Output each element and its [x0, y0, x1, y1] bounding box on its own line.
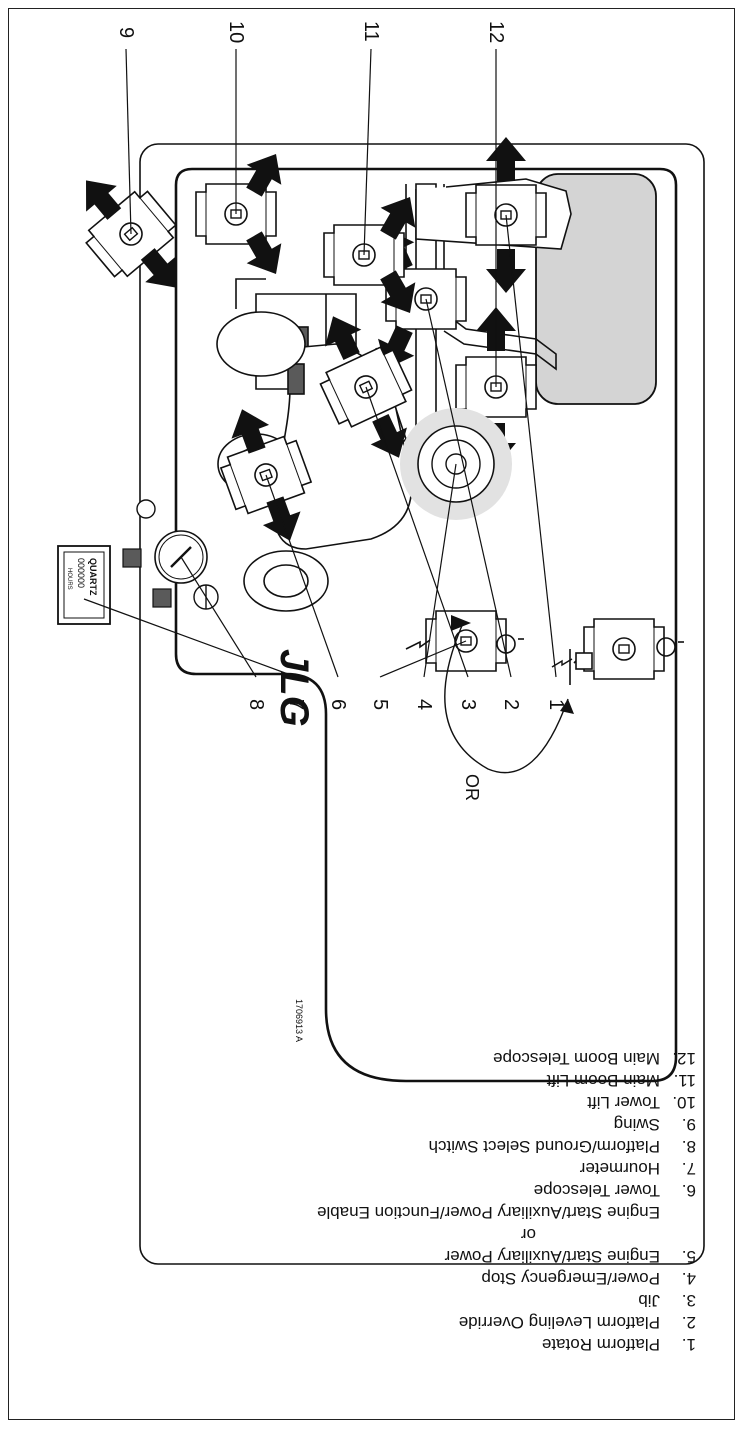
legend-number: 4.	[682, 1269, 696, 1288]
alt-lightning-slash-icon	[551, 649, 593, 685]
callout-11: 11	[360, 21, 382, 42]
legend-number: 6.	[682, 1181, 696, 1200]
legend-text: Engine Start/Auxiliary Power/Function En…	[317, 1203, 660, 1222]
legend-item: 3. Jib	[638, 1291, 696, 1310]
legend-item: 7. Hourmeter	[579, 1159, 696, 1178]
or-label: OR	[462, 774, 482, 801]
legend-item: 8. Platform/Ground Select Switch	[429, 1137, 696, 1156]
legend-text: Platform Leveling Override	[459, 1313, 660, 1332]
legend-text: Tower Lift	[587, 1093, 660, 1112]
rotated-figure: JLG 1706913 A	[9, 9, 736, 1421]
legend-number: 7.	[682, 1159, 696, 1178]
figure-frame: JLG 1706913 A	[8, 8, 735, 1420]
legend-item: or	[521, 1225, 536, 1244]
callout-7: 7	[285, 699, 307, 710]
lightning-icon	[405, 639, 431, 650]
or-connector-line	[444, 620, 569, 774]
legend-number: 3.	[682, 1291, 696, 1310]
legend-number: 10.	[672, 1093, 696, 1112]
legend: 1. Platform Rotate 2. Platform Leveling Ove…	[317, 1049, 696, 1354]
callout-numbers: 1 2 3 4 5 6 7 8 9 10 11 12	[115, 21, 567, 710]
legend-text: Main Boom Telescope	[493, 1049, 660, 1068]
legend-item: 1. Platform Rotate	[542, 1335, 696, 1354]
or-arrow-tail	[451, 615, 471, 631]
legend-number: 8.	[682, 1137, 696, 1156]
legend-number: 2.	[682, 1313, 696, 1332]
callout-9: 9	[115, 27, 137, 38]
legend-text: Hourmeter	[579, 1159, 660, 1178]
callout-5: 5	[369, 699, 391, 710]
legend-number: 1.	[682, 1335, 696, 1354]
legend-number: 5.	[682, 1247, 696, 1266]
legend-item: Engine Start/Auxiliary Power/Function En…	[317, 1203, 660, 1222]
legend-text: Jib	[638, 1291, 660, 1310]
legend-text: Tower Telescope	[534, 1181, 660, 1200]
legend-item: 2. Platform Leveling Override	[459, 1313, 696, 1332]
legend-number: 11.	[674, 1071, 696, 1090]
legend-item: 6. Tower Telescope	[534, 1181, 696, 1200]
legend-text: Platform/Ground Select Switch	[429, 1137, 660, 1156]
callout-leaders	[83, 48, 557, 678]
platform-indicator	[122, 548, 142, 568]
legend-item: 10. Tower Lift	[587, 1093, 696, 1112]
legend-item: 4. Power/Emergency Stop	[481, 1269, 696, 1288]
control-panel-diagram: JLG 1706913 A	[57, 21, 705, 1354]
legend-item: 9. Swing	[614, 1115, 696, 1134]
callout-1: 1	[545, 699, 567, 710]
callout-3: 3	[457, 699, 479, 710]
legend-item: 11. Main Boom Lift	[546, 1071, 696, 1090]
legend-text: Power/Emergency Stop	[481, 1269, 660, 1288]
legend-text: Main Boom Lift	[546, 1071, 660, 1090]
ground-indicator	[152, 588, 172, 608]
legend-text: Swing	[614, 1115, 660, 1134]
legend-text: Engine Start/Auxiliary Power	[444, 1247, 660, 1266]
jlg-logo: JLG	[272, 649, 316, 727]
legend-number: 9.	[682, 1115, 696, 1134]
legend-number: 12.	[672, 1049, 696, 1068]
callout-12: 12	[485, 21, 507, 43]
legend-text: Platform Rotate	[542, 1335, 660, 1354]
callout-10: 10	[225, 21, 247, 43]
figure-code: 1706913 A	[294, 999, 304, 1042]
legend-item: 5. Engine Start/Auxiliary Power	[444, 1247, 696, 1266]
or-arrow-head	[560, 699, 574, 714]
callout-2: 2	[500, 699, 522, 710]
off-position-icon	[136, 499, 156, 519]
callout-8: 8	[245, 699, 267, 710]
hourmeter-unit: HOURS	[66, 568, 72, 590]
legend-text: or	[521, 1225, 536, 1244]
control-panel	[139, 143, 705, 1265]
alt-switch-group	[551, 618, 684, 685]
hourmeter-brand: QUARTZ	[88, 558, 98, 596]
callout-6: 6	[327, 699, 349, 710]
hourmeter: QUARTZ 000000 HOURS	[57, 545, 111, 625]
legend-item: 12. Main Boom Telescope	[493, 1049, 696, 1068]
callout-4: 4	[413, 699, 435, 710]
hourmeter-digits: 000000	[76, 558, 86, 588]
